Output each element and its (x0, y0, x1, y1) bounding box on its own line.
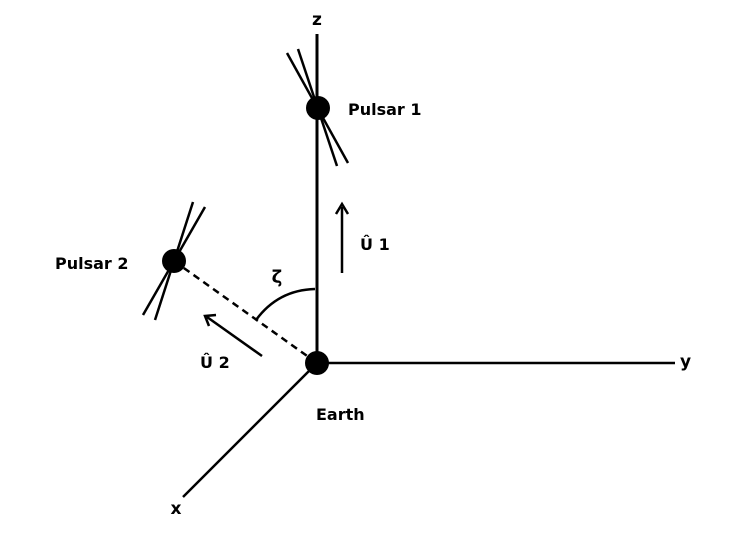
u2-arrow (206, 315, 263, 358)
pulsar1-label: Pulsar 1 (348, 100, 422, 119)
u1-arrowhead (334, 201, 350, 215)
zeta-angle-arc (254, 287, 316, 321)
pulsar2-dot (162, 249, 186, 273)
u1-label: Û 1 (360, 235, 390, 254)
earth-label: Earth (316, 405, 365, 424)
earth-dot (305, 351, 329, 375)
u2-arrowhead (203, 313, 217, 327)
zeta-label: ζ (272, 267, 283, 288)
pulsar1-dot (306, 96, 330, 120)
pulsar2-label: Pulsar 2 (55, 254, 129, 273)
x-axis-label: x (171, 499, 182, 519)
pulsar2-line-of-sight (173, 259, 318, 365)
z-axis-label: z (312, 10, 322, 30)
y-axis-label: y (680, 352, 691, 372)
u2-label: Û 2 (200, 353, 230, 372)
x-axis (182, 362, 318, 498)
